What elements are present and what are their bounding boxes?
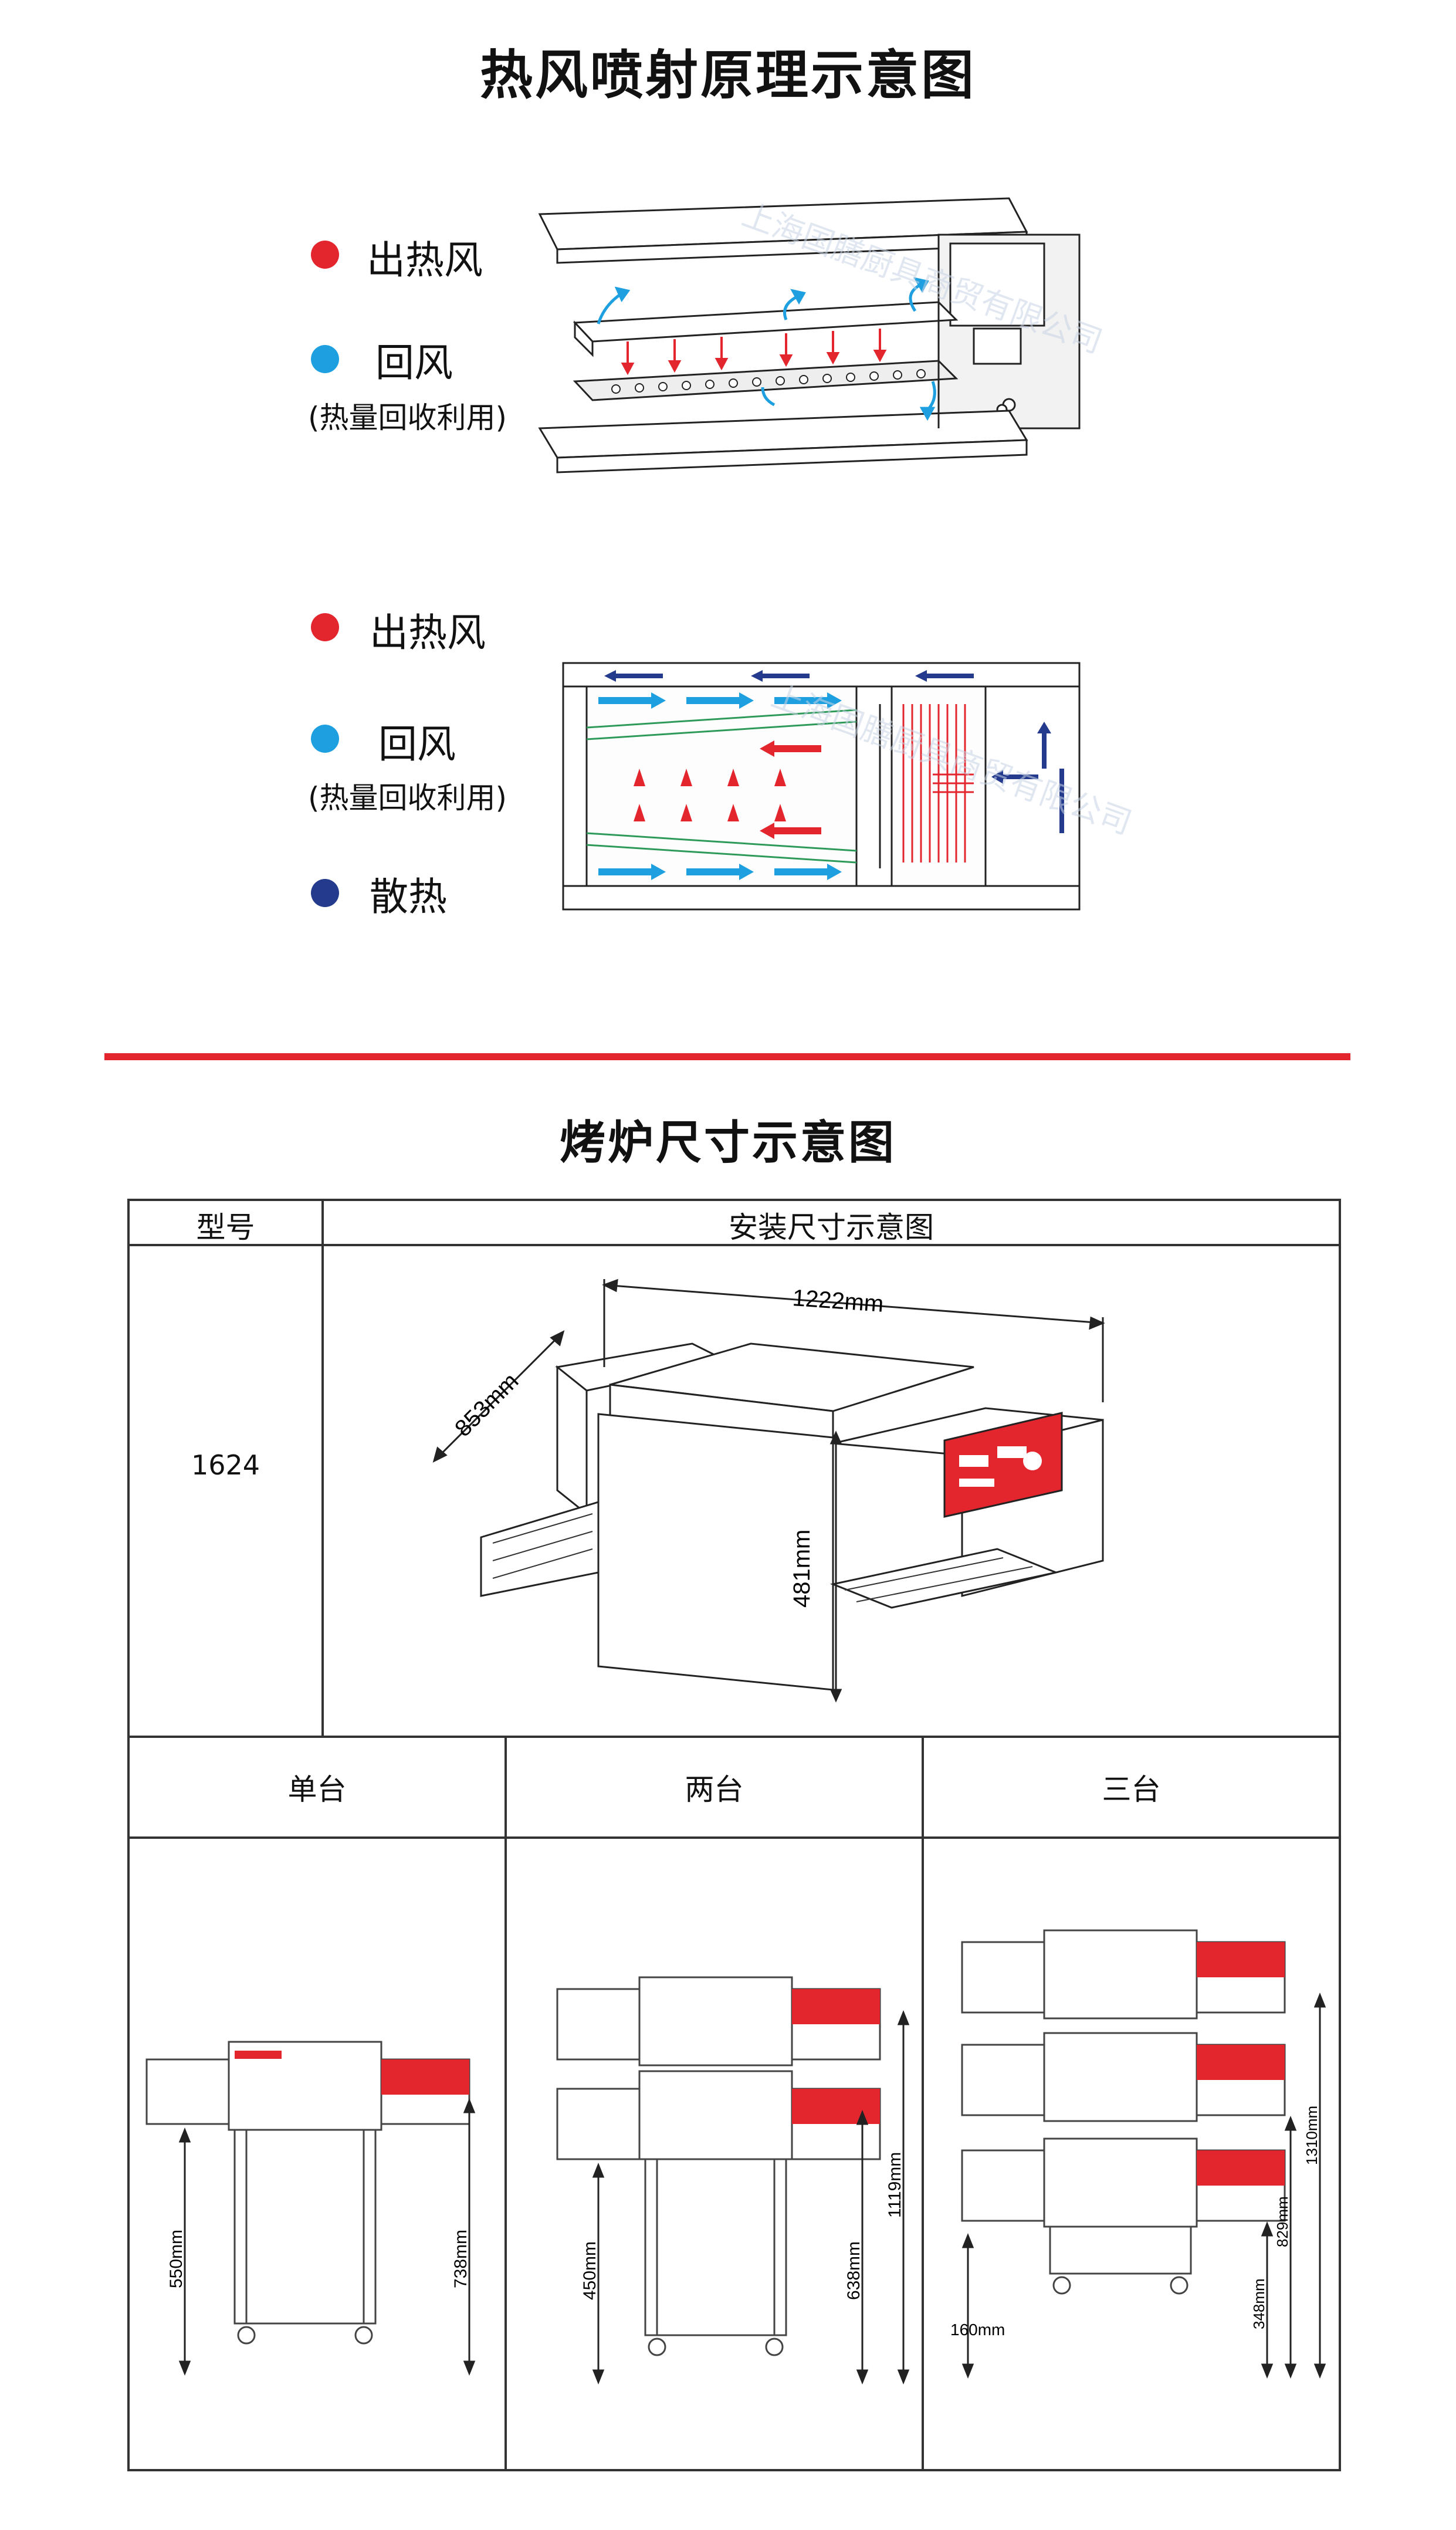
triple-stack-drawing: 160mm 348mm 829mm 1310mm: [950, 1929, 1326, 2379]
single-floor-to-top: 738mm: [451, 2230, 470, 2288]
col-double: 两台: [685, 1773, 744, 1807]
legend-hot-air-label: 出热风: [367, 238, 483, 283]
double-stack-drawing: 450mm 638mm 1119mm: [556, 1976, 910, 2385]
triple-floor-to-belt: 160mm: [950, 2321, 1005, 2339]
model-number: 1624: [191, 1449, 260, 1481]
width-dimension-label: 1222mm: [791, 1285, 884, 1317]
oven-1624-drawing: 1222mm 853mm 481mm: [432, 1278, 1105, 1703]
legend2-dissipation-label: 散热: [370, 874, 447, 919]
depth-dimension-label: 853mm: [450, 1368, 523, 1442]
double-total: 1119mm: [885, 2152, 905, 2218]
section-divider: [104, 1053, 1350, 1060]
hot-air-dot-icon-2: [311, 613, 339, 641]
legend2-return-note: (热量回收利用): [308, 781, 507, 815]
legend2-return-air-label: 回风: [378, 722, 456, 767]
col-single: 单台: [287, 1773, 347, 1807]
section2-title: 烤炉尺寸示意图: [559, 1117, 896, 1169]
double-lower-top: 638mm: [844, 2241, 864, 2300]
triple-first: 348mm: [1250, 2278, 1268, 2329]
header-model: 型号: [196, 1210, 255, 1244]
jet-principle-diagram-1: [538, 197, 1081, 473]
height-dimension-label: 481mm: [789, 1530, 815, 1608]
single-stack-drawing: 550mm 738mm: [145, 2041, 476, 2376]
return-air-dot-icon-2: [311, 725, 339, 753]
heat-dissipation-dot-icon: [311, 879, 339, 907]
return-air-dot-icon: [311, 345, 339, 373]
double-floor-to-belt: 450mm: [580, 2241, 600, 2300]
legend-return-air-label: 回风: [375, 340, 453, 385]
legend-return-note: (热量回收利用): [308, 401, 507, 435]
triple-second: 829mm: [1274, 2196, 1291, 2247]
section1-title: 热风喷射原理示意图: [480, 45, 976, 106]
triple-total: 1310mm: [1303, 2106, 1320, 2165]
hot-air-dot-icon: [311, 241, 339, 269]
jet-principle-diagram-2: [562, 662, 1081, 911]
col-triple: 三台: [1102, 1773, 1161, 1807]
header-install-diagram: 安装尺寸示意图: [729, 1210, 934, 1244]
single-floor-to-belt: 550mm: [167, 2230, 186, 2288]
legend2-hot-air-label: 出热风: [370, 610, 486, 655]
